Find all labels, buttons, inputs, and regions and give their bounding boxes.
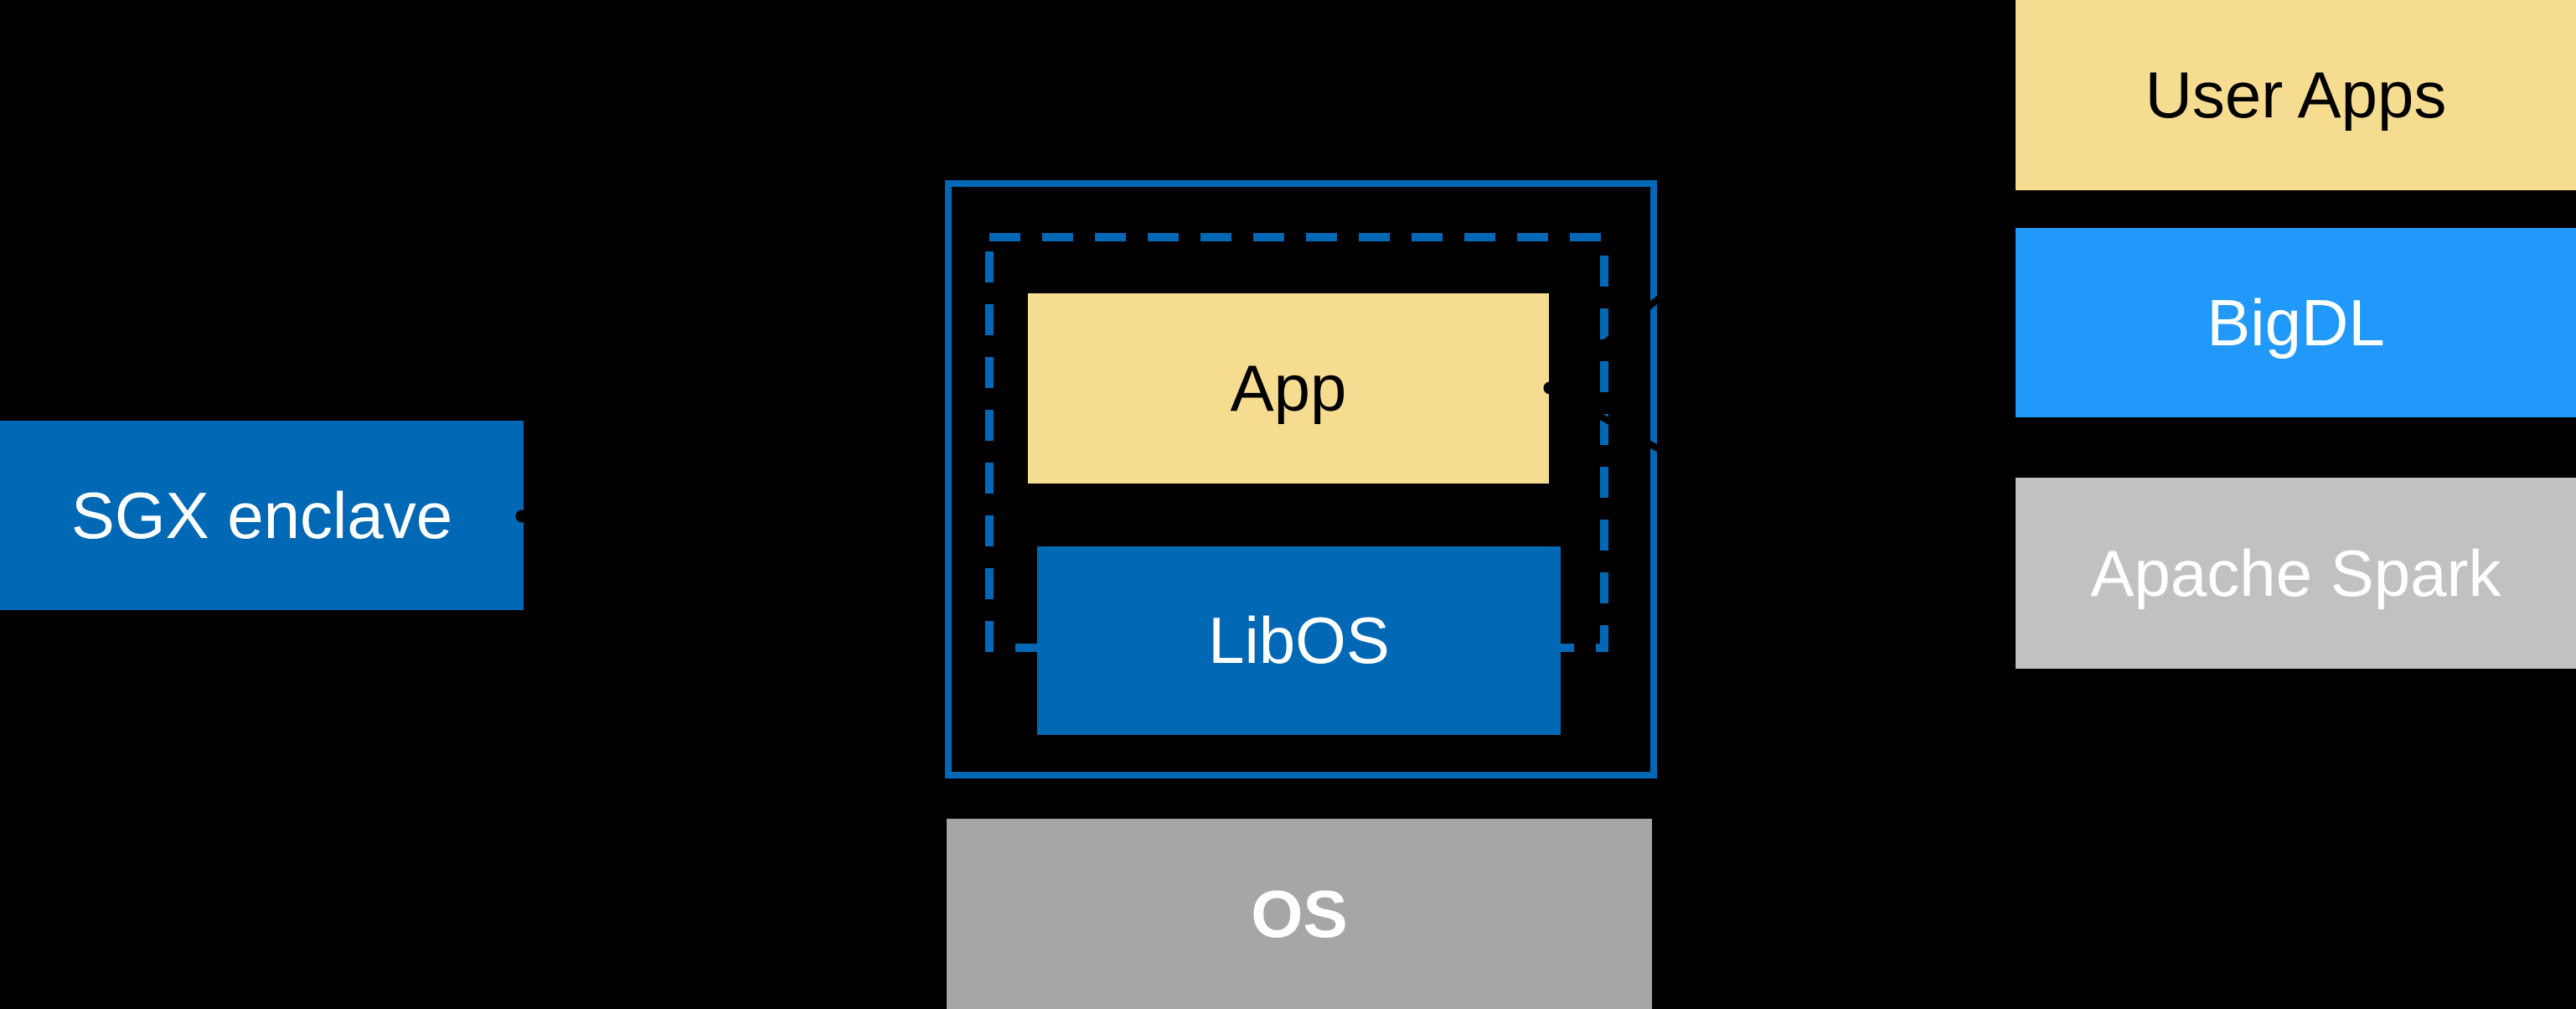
user-apps-label: User Apps [2145,58,2447,132]
app-label: App [1230,351,1347,425]
stack-user-apps-box: User Apps [2016,0,2576,190]
sgx-enclave-label-box: SGX enclave [0,421,524,610]
libos-box: LibOS [1037,546,1561,735]
stack-apache-spark-box: Apache Spark [2016,478,2576,669]
sgx-label-arrowhead [918,505,940,527]
libos-label: LibOS [1208,603,1390,677]
bigdl-label: BigDL [2207,285,2385,360]
app-box: App [1028,293,1549,484]
apache-spark-label: Apache Spark [2090,536,2501,610]
stack-projection-top-line [1547,5,2015,391]
stack-bigdl-box: BigDL [2016,228,2576,417]
sgx-enclave-label: SGX enclave [70,478,453,552]
os-label: OS [1251,876,1348,951]
os-box: OS [947,819,1652,1009]
stack-projection-bottom-line [1548,385,2014,650]
